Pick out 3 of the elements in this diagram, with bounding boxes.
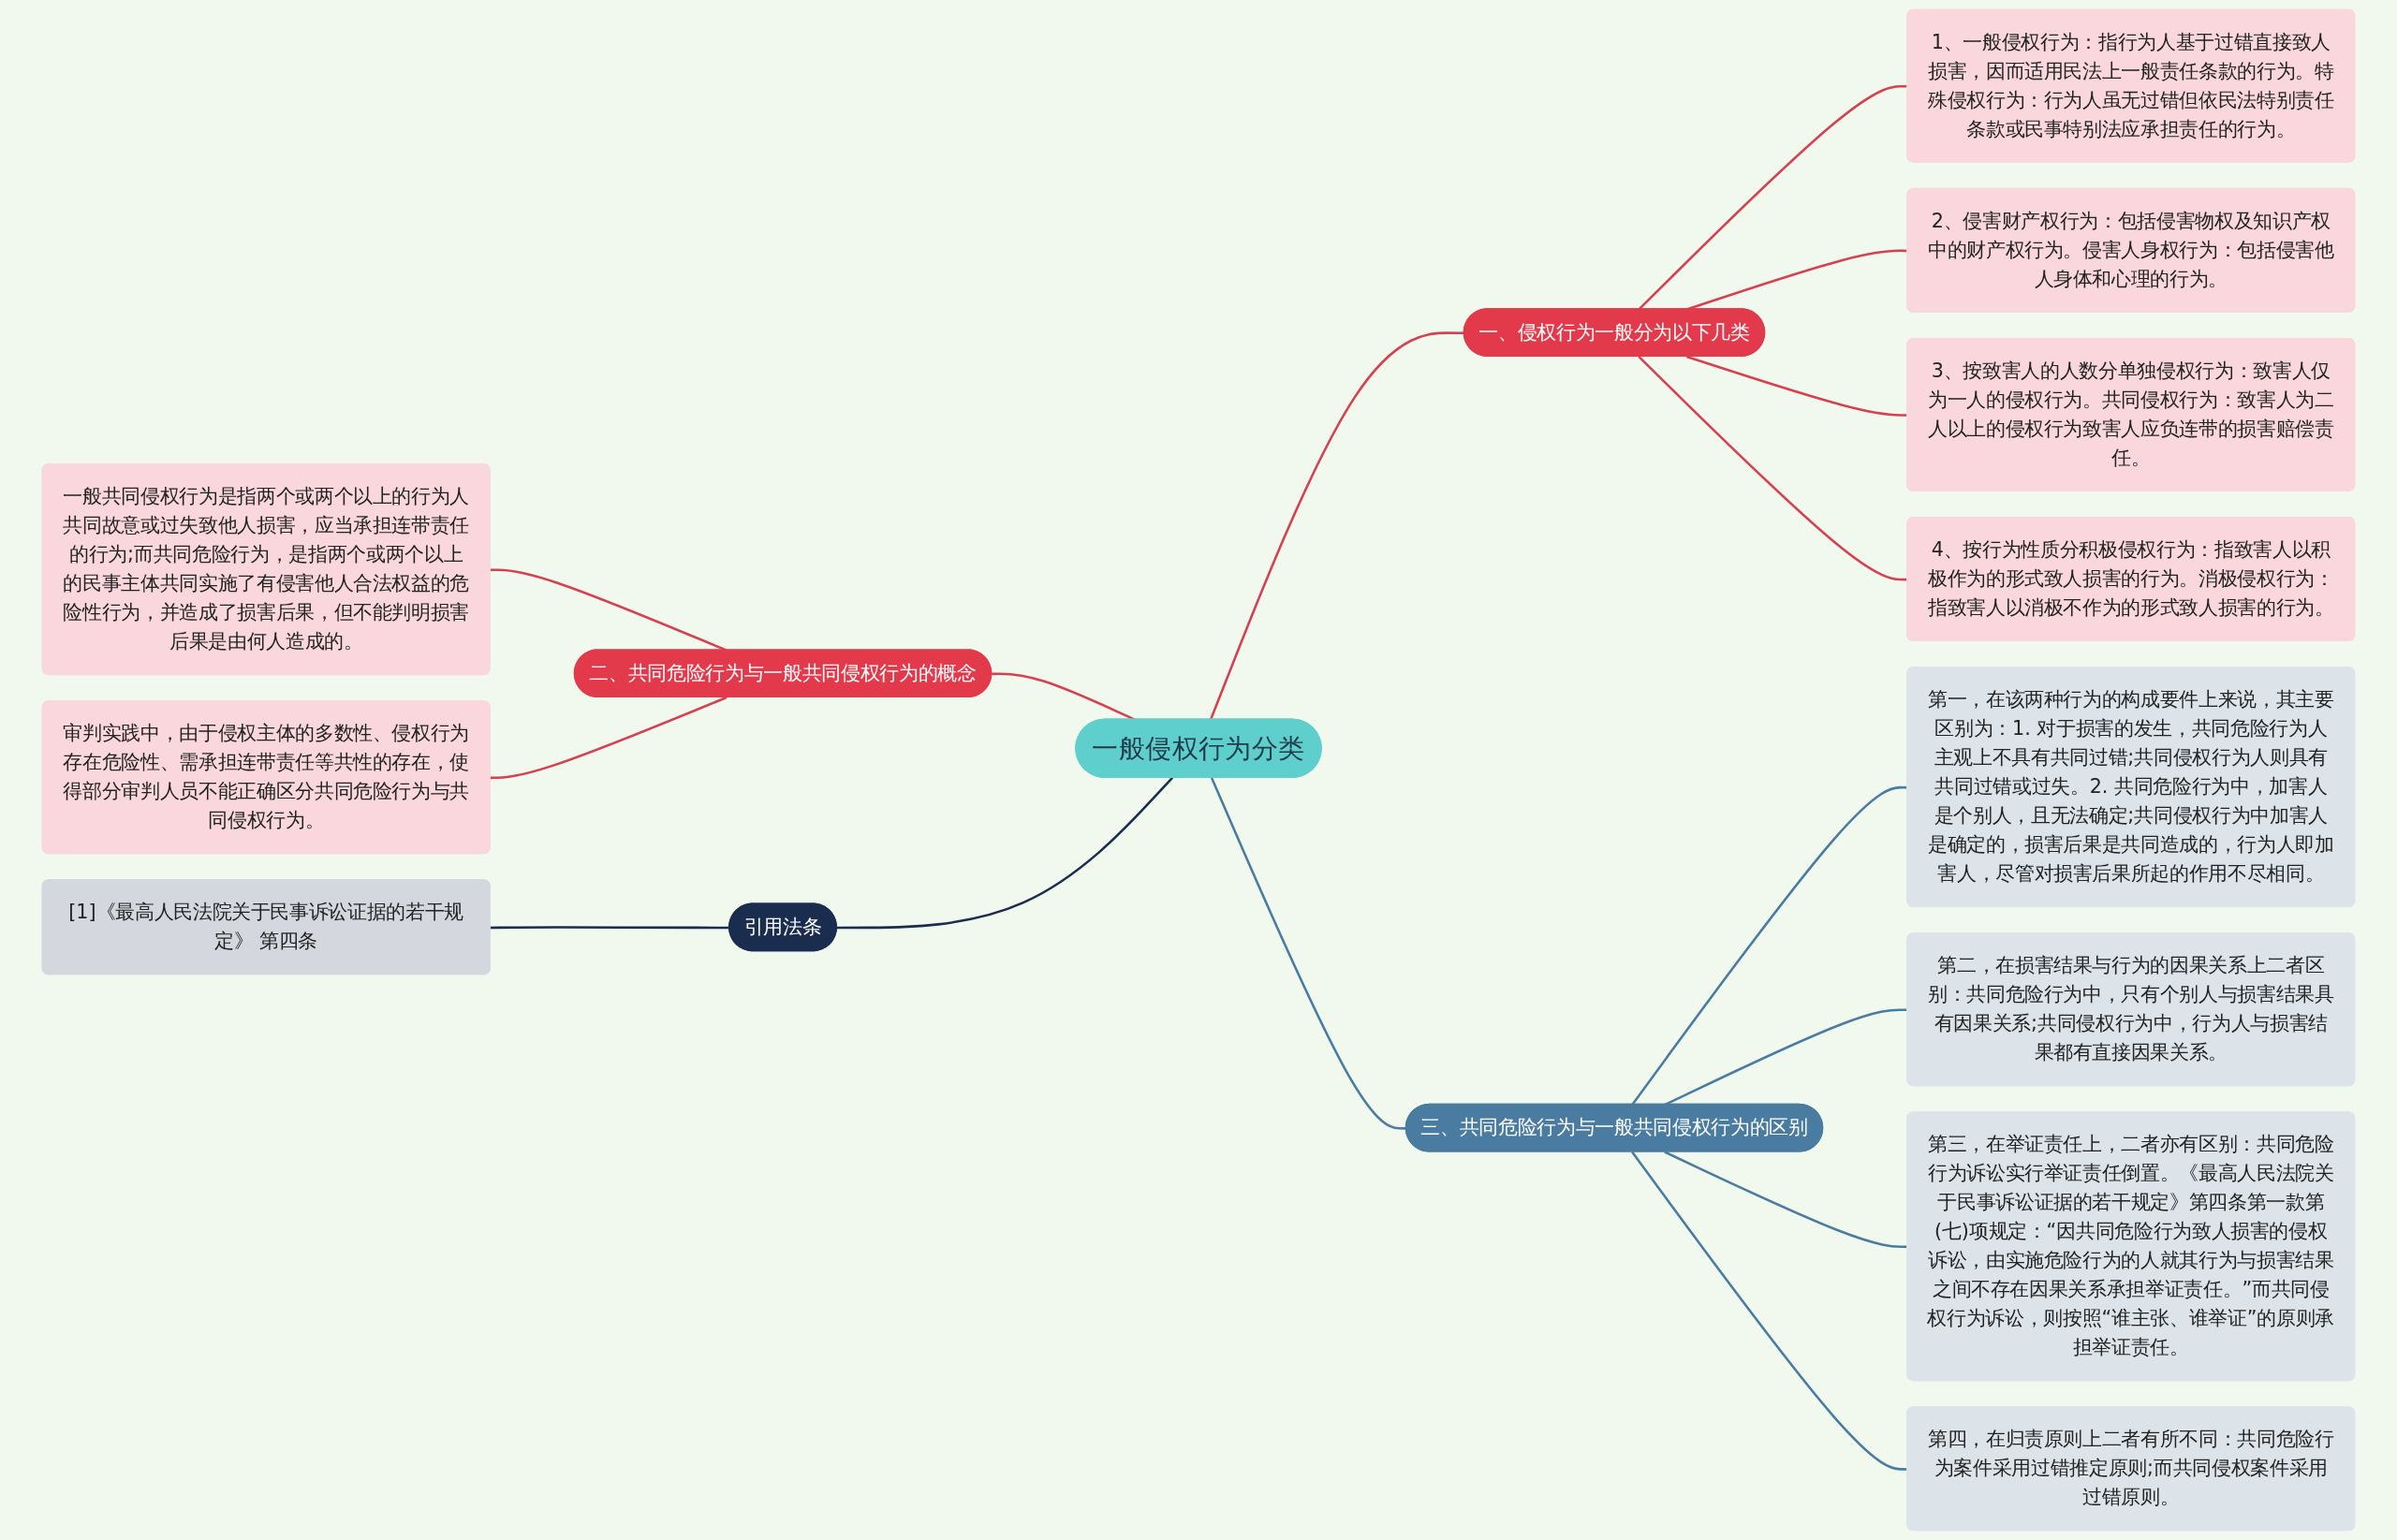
connector [836,777,1173,930]
connector [490,696,728,780]
connector [490,568,728,652]
